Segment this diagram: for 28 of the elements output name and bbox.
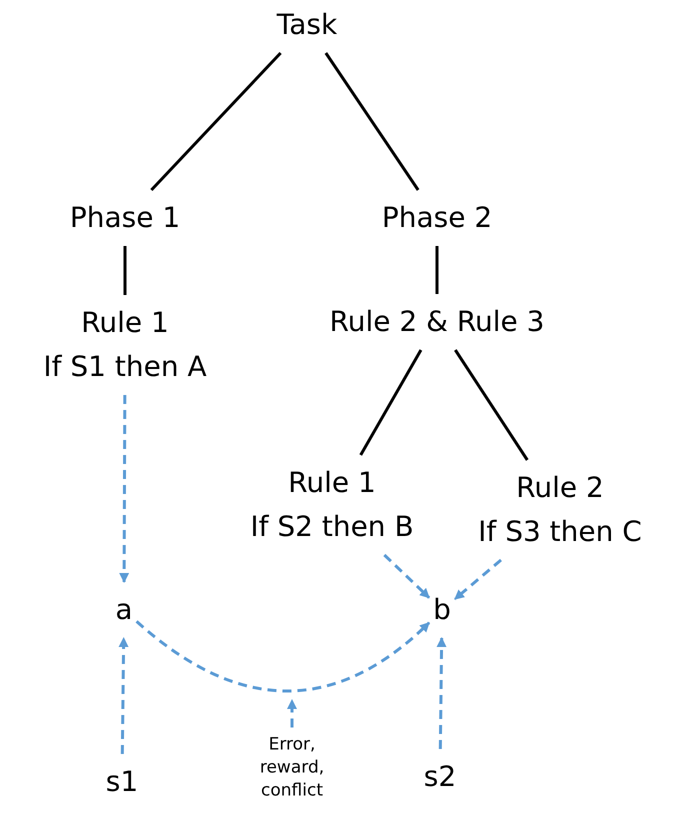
node-heading: Rule 1 <box>80 305 170 341</box>
node-label: Phase 2 <box>382 196 492 240</box>
node-heading: Rule 2 <box>515 470 605 506</box>
arrow <box>118 637 129 754</box>
connector-line <box>359 349 422 456</box>
arrow <box>383 554 430 599</box>
connector-line <box>454 349 529 461</box>
arrow <box>287 699 297 728</box>
node-label: s2 <box>424 755 456 799</box>
arrow <box>136 620 430 692</box>
node-label: Error, reward, conflict <box>242 734 342 802</box>
node-text: If S2 then B <box>250 509 414 545</box>
node-text: If S3 then C <box>478 514 642 550</box>
arrow <box>436 637 447 750</box>
connector-line <box>150 52 282 192</box>
node-label: Phase 1 <box>70 196 180 240</box>
node-label: a <box>115 588 133 632</box>
node-label: Rule 2 & Rule 3 <box>330 300 544 344</box>
node-label: b <box>433 588 451 632</box>
node-text: If S1 then A <box>43 349 207 385</box>
connector-line <box>324 52 420 191</box>
connector-line <box>124 246 126 295</box>
node-label: Task <box>276 3 338 47</box>
connector-line <box>436 246 438 294</box>
arrow <box>454 558 502 600</box>
node-label: s1 <box>106 760 138 804</box>
node-heading: Rule 1 <box>287 465 377 501</box>
arrow <box>119 395 130 583</box>
